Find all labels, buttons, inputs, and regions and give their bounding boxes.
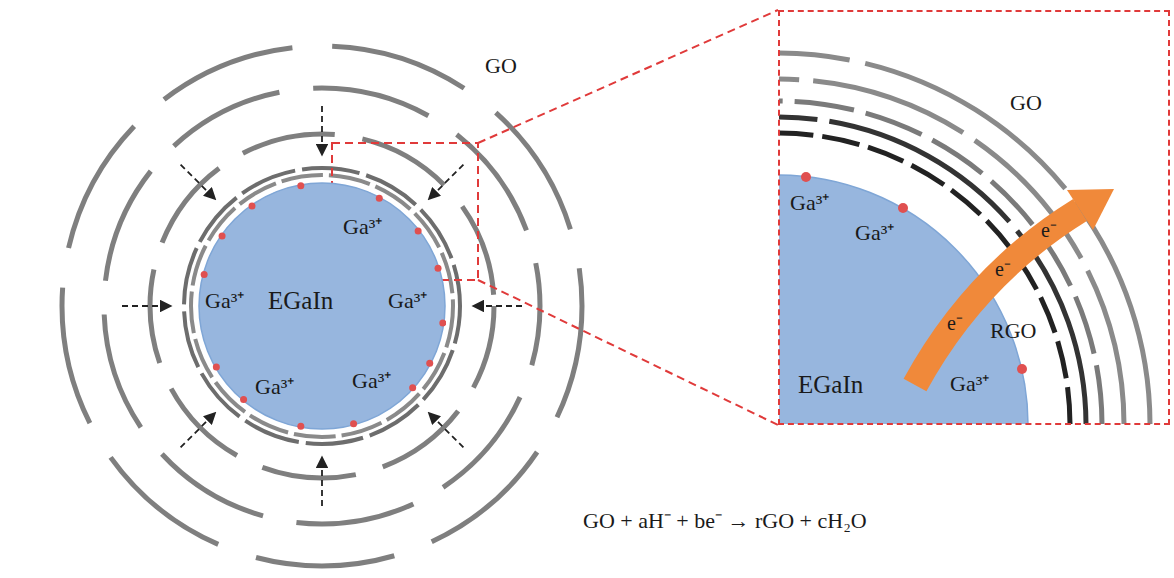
inward-arrow: [122, 305, 170, 307]
layer-arc: [779, 101, 1102, 424]
ga-ion-dot: [249, 203, 256, 210]
zoom-inset: GO Ga³⁺ Ga³⁺ e⁻ e⁻ e⁻ RGO EGaIn Ga³⁺: [778, 10, 1170, 425]
go-sheet: [150, 134, 494, 478]
ga-ion-dot: [297, 423, 304, 430]
ga-ion-dot: [213, 364, 220, 371]
ga-ion-dot: [409, 384, 416, 391]
node-text: GO: [1010, 92, 1042, 114]
ga-ion-dot: [350, 420, 357, 427]
ga-ion-dot: [376, 195, 383, 202]
go-sheet: [104, 88, 540, 524]
go-sheet: [62, 46, 582, 566]
inward-arrow: [429, 413, 463, 447]
node-text: EGaIn: [268, 288, 333, 313]
inward-arrows: [122, 106, 522, 506]
ga-ion-dot: [297, 182, 304, 189]
node-text: Ga³⁺: [790, 192, 829, 214]
node-text: RGO: [990, 320, 1036, 342]
ga-ion-dot: [898, 203, 908, 213]
inward-arrow: [474, 305, 522, 307]
electron-arrow-head: [1067, 189, 1114, 230]
ga-ion-dot: [435, 265, 442, 272]
ga-ion-dot: [439, 319, 446, 326]
egain-droplet: Ga³⁺Ga³⁺EGaInGa³⁺Ga³⁺Ga³⁺: [198, 182, 446, 430]
node-text: Ga³⁺: [343, 216, 382, 238]
node-text: Ga³⁺: [950, 373, 989, 395]
zoom-line: [478, 10, 778, 143]
ga-ion-dot: [1017, 364, 1027, 374]
node-text: e⁻: [995, 259, 1011, 279]
zoom-line: [478, 280, 778, 425]
node-text: e⁻: [947, 313, 963, 333]
node-text: EGaIn: [798, 372, 863, 397]
ga-ion-dot: [426, 360, 433, 367]
reaction-equation: GO + aH⁻ + be⁻ → rGO + cH₂O: [583, 510, 867, 532]
go-sheet: [191, 175, 453, 437]
node-text: e⁻: [1041, 220, 1057, 240]
electron-arrow: [915, 210, 1080, 385]
go-sheet: [184, 168, 460, 444]
ga-ion-dot: [240, 396, 247, 403]
ga-ion-dot: [219, 233, 226, 240]
layer-arc: [779, 79, 1124, 424]
layer-arc: [779, 53, 1150, 424]
inward-arrow: [429, 165, 463, 199]
ga-ion-dot: [201, 271, 208, 278]
inward-arrow: [321, 458, 323, 506]
inward-arrow: [181, 165, 215, 199]
ga-ion-dot: [801, 172, 811, 182]
rgo-go-layers: [779, 53, 1150, 424]
inward-arrow: [181, 413, 215, 447]
go-sheets: [62, 46, 582, 566]
egain-core: [199, 183, 445, 429]
node-text: Ga³⁺: [855, 222, 894, 244]
layer-label: GO: [485, 55, 517, 77]
ga-ion-dot: [415, 227, 422, 234]
node-text: Ga³⁺: [352, 370, 391, 392]
node-text: Ga³⁺: [388, 290, 427, 312]
node-text: Ga³⁺: [255, 376, 294, 398]
node-text: Ga³⁺: [205, 290, 244, 312]
inward-arrow: [321, 106, 323, 154]
